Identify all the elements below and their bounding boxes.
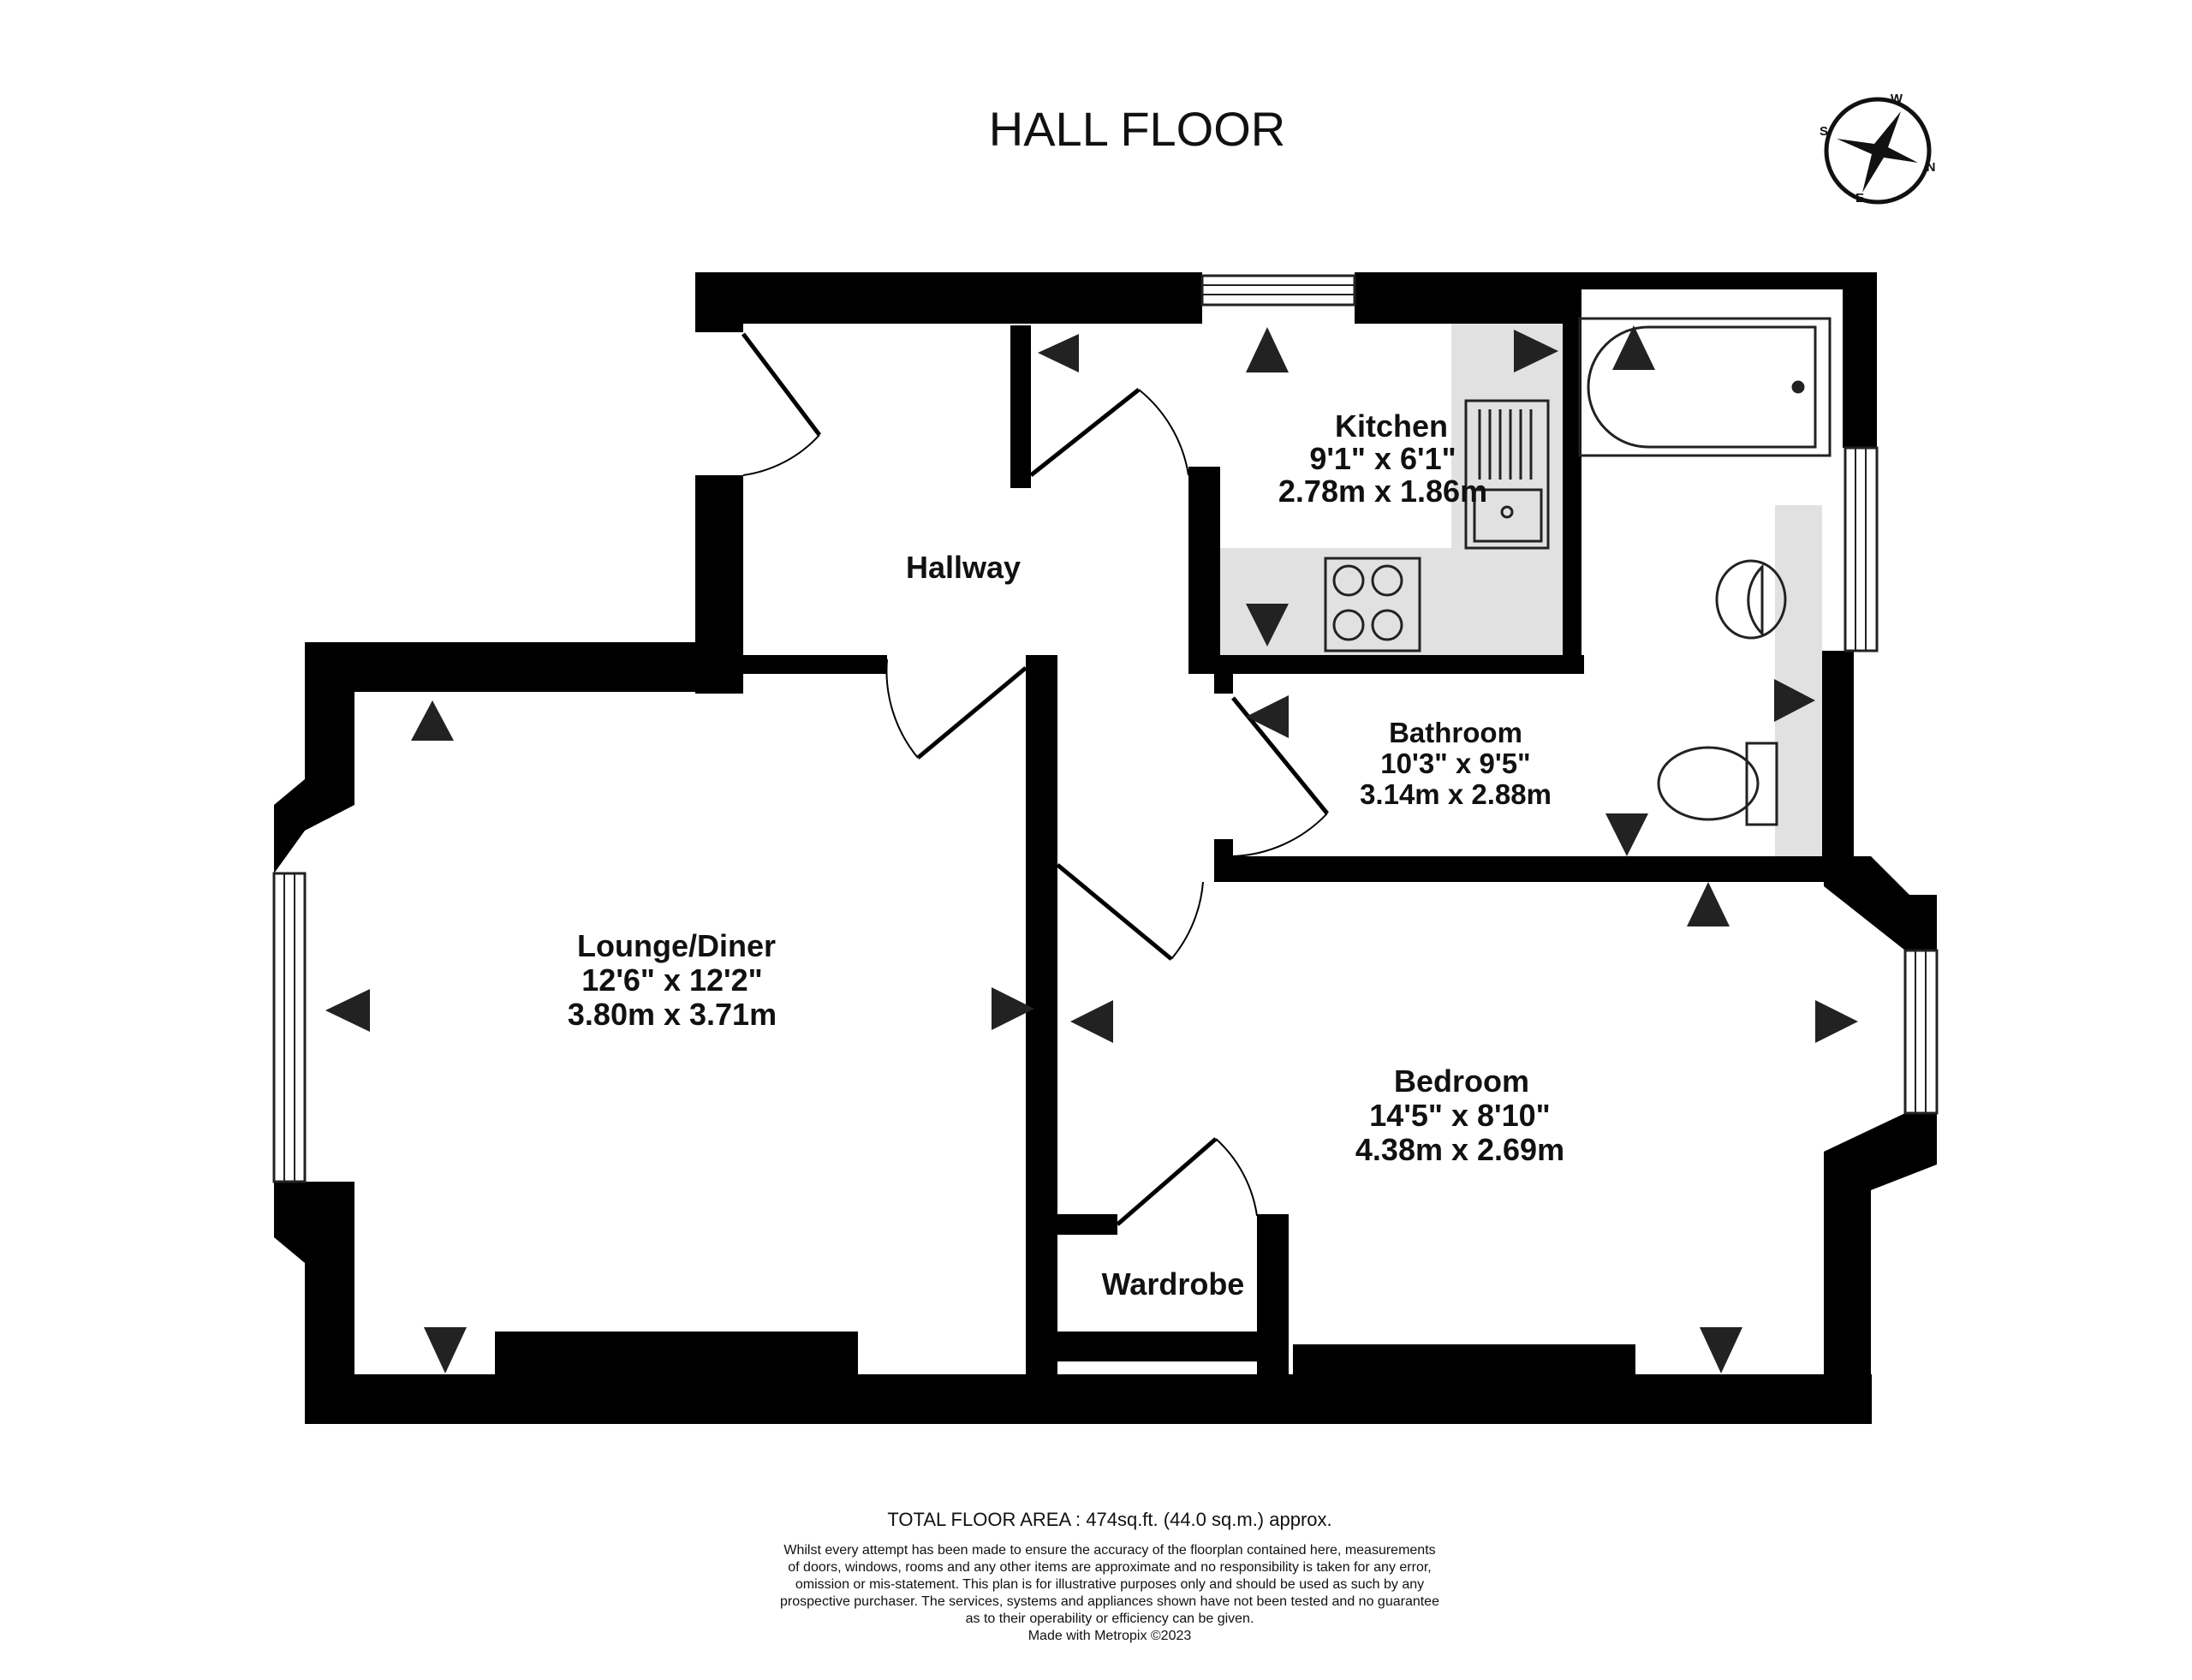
kitchen-name: Kitchen <box>1335 408 1448 444</box>
credit: Made with Metropix ©2023 <box>1028 1629 1192 1643</box>
walls <box>305 272 1877 1424</box>
bedroom-bay <box>1824 856 1937 1190</box>
bedroom-name: Bedroom <box>1394 1063 1529 1099</box>
disclaimer-line-4: prospective purchaser. The services, sys… <box>780 1594 1439 1609</box>
measurement-arrows <box>325 325 1858 1373</box>
bathroom-metric: 3.14m x 2.88m <box>1360 778 1552 810</box>
bedroom-imperial: 14'5" x 8'10" <box>1369 1098 1550 1133</box>
hallway-name: Hallway <box>906 550 1021 585</box>
compass-e: E <box>1855 191 1864 206</box>
basin-icon <box>1715 559 1787 640</box>
lounge-bay <box>274 779 354 1263</box>
disclaimer-line-1: Whilst every attempt has been made to en… <box>783 1543 1435 1558</box>
toilet-icon <box>1657 742 1778 826</box>
total-floor-area: TOTAL FLOOR AREA : 474sq.ft. (44.0 sq.m.… <box>887 1509 1331 1530</box>
wardrobe-name: Wardrobe <box>1102 1266 1245 1302</box>
bathroom-window <box>1844 446 1879 652</box>
compass-icon: W N E S <box>1820 92 1935 206</box>
bedroom-metric: 4.38m x 2.69m <box>1355 1132 1564 1167</box>
kitchen-window <box>1200 274 1356 307</box>
disclaimer-line-5: as to their operability or efficiency ca… <box>966 1611 1254 1626</box>
disclaimer-line-3: omission or mis-statement. This plan is … <box>795 1577 1424 1592</box>
kitchen-metric: 2.78m x 1.86m <box>1278 474 1487 509</box>
bath-icon <box>1578 317 1832 457</box>
lounge-name: Lounge/Diner <box>577 928 776 963</box>
doors <box>742 332 1329 1226</box>
lounge-window <box>272 872 307 1183</box>
lounge-imperial: 12'6" x 12'2" <box>581 962 762 998</box>
plan-title: HALL FLOOR <box>989 102 1285 156</box>
bathroom-name: Bathroom <box>1389 717 1522 748</box>
kitchen-imperial: 9'1" x 6'1" <box>1309 441 1456 476</box>
disclaimer-line-2: of doors, windows, rooms and any other i… <box>788 1560 1431 1575</box>
lounge-metric: 3.80m x 3.71m <box>568 997 777 1032</box>
sink-icon <box>1464 399 1550 550</box>
kitchen-worktops <box>1220 324 1822 856</box>
hob-icon <box>1324 557 1421 652</box>
bathroom-imperial: 10'3" x 9'5" <box>1380 748 1530 779</box>
compass-s: S <box>1820 124 1828 139</box>
bedroom-window <box>1903 949 1939 1115</box>
compass-w: W <box>1891 92 1903 106</box>
compass-n: N <box>1927 160 1936 175</box>
